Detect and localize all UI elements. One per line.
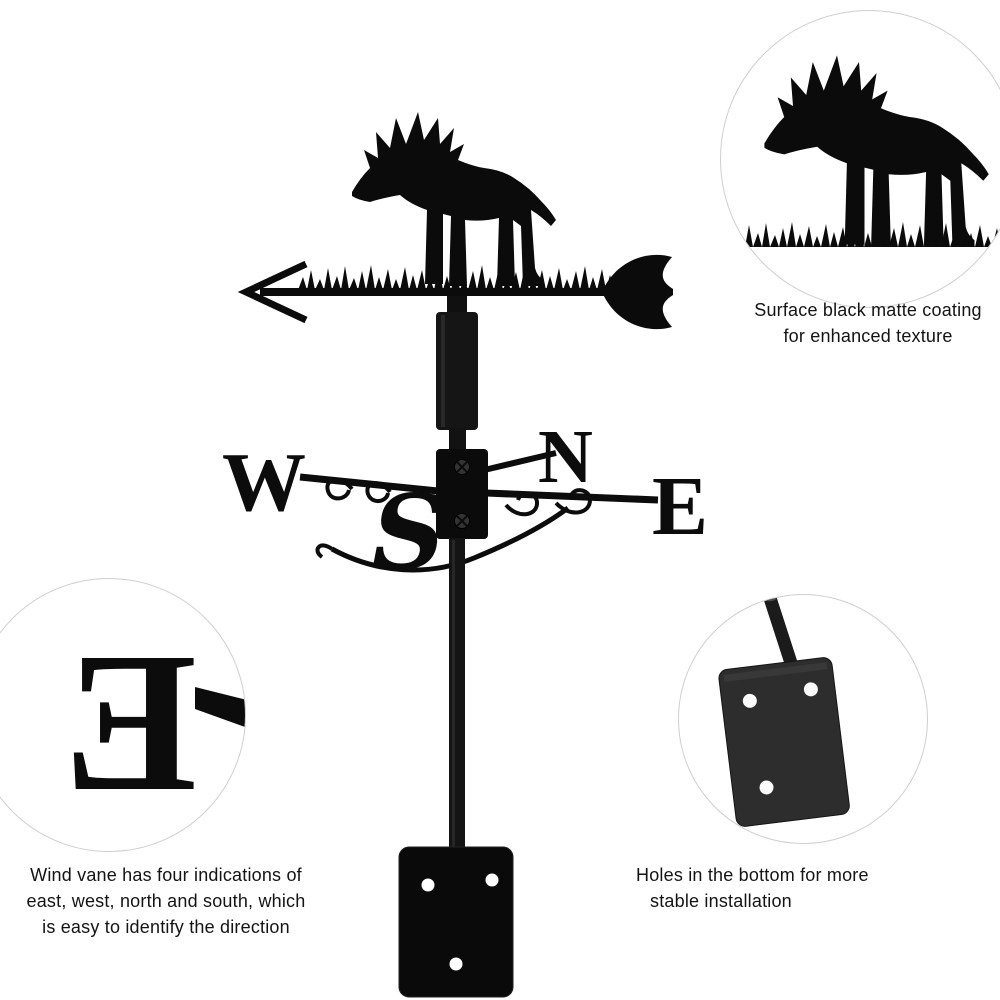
compass-letter-west: W	[222, 436, 306, 529]
arrowhead	[237, 260, 308, 324]
coating-detail-graphic	[721, 55, 1000, 247]
arrow-vane	[237, 254, 673, 330]
mounting-hole	[759, 780, 774, 795]
caption-line: stable installation	[650, 891, 792, 912]
scrollwork-curl	[504, 491, 539, 517]
caption-coating: Surface black matte coating for enhanced…	[690, 297, 1000, 349]
compass-cross	[299, 450, 659, 573]
mounting-hole	[742, 693, 757, 708]
caption-directions: Wind vane has four indications of east, …	[0, 862, 332, 940]
compass-arm-south-flourish	[330, 505, 570, 573]
caption-line: for enhanced texture	[783, 326, 953, 347]
rod-top-cap	[763, 595, 777, 602]
dinosaur-silhouette	[352, 112, 556, 286]
support-rod	[763, 595, 799, 673]
mounting-hole	[421, 878, 435, 892]
arrow-fletching	[602, 254, 673, 330]
mounting-hole	[449, 957, 463, 971]
scrollwork-curl	[554, 488, 593, 515]
scrollwork-curl	[315, 543, 334, 559]
compass-letter-east: E	[652, 460, 708, 553]
callout-circle-mounting	[678, 594, 928, 844]
caption-line: Surface black matte coating	[754, 300, 982, 320]
caption-line: Wind vane has four indications of	[30, 865, 302, 885]
mounting-plate	[398, 846, 514, 998]
caption-line: Holes in the bottom for more	[636, 865, 869, 885]
mounting-hole	[803, 682, 818, 697]
mounting-detail-graphic	[718, 595, 850, 827]
mounting-tube	[436, 292, 478, 452]
caption-mounting-holes: Holes in the bottom for more stable inst…	[636, 862, 936, 914]
compass-hub	[436, 449, 488, 539]
compass-arm-north	[479, 450, 557, 474]
support-rod	[449, 538, 465, 850]
caption-line: is easy to identify the direction	[42, 917, 290, 938]
scrollwork-curl	[365, 481, 392, 503]
dinosaur-silhouette	[764, 55, 989, 247]
caption-line: east, west, north and south, which	[26, 891, 306, 912]
compass-letter-south: S	[372, 473, 446, 593]
arrow-shaft	[260, 288, 656, 296]
scrollwork-curl	[325, 477, 354, 501]
detail-letter-east: E	[64, 612, 197, 833]
callout-circle-direction-letter: E	[0, 578, 246, 852]
mounting-plate	[718, 657, 850, 827]
letter-arm	[195, 687, 245, 727]
callout-circle-coating	[720, 10, 1000, 308]
mounting-hole	[485, 873, 499, 887]
compass-letter-north: N	[538, 415, 593, 499]
direction-letter-graphic: E	[64, 612, 245, 833]
